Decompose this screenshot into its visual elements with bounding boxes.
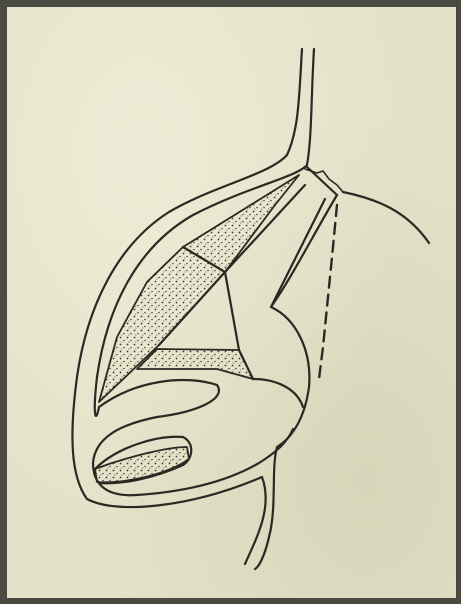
- dashed-incision-line: [319, 205, 337, 379]
- nasal-tip-contour: [255, 195, 337, 569]
- lower-stippled-region: [137, 349, 253, 379]
- nasal-bone-fracture-line: [305, 169, 343, 192]
- alar-groove: [253, 379, 303, 407]
- septal-line-e: [271, 199, 325, 307]
- nasal-septum-line-drawing: [7, 7, 461, 604]
- cheek-contour: [343, 192, 429, 243]
- middle-stippled-region: [99, 247, 225, 402]
- alar-stippled-strip: [95, 447, 189, 482]
